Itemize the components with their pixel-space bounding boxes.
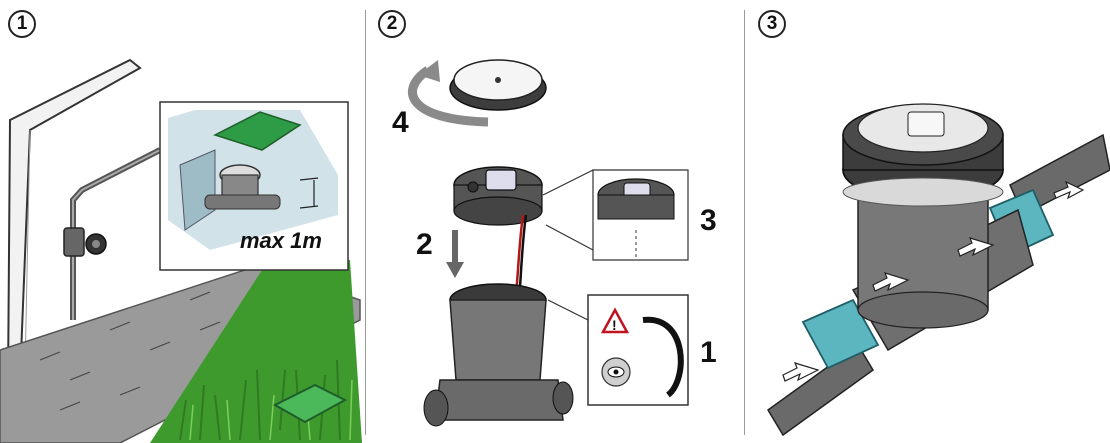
outlet-hose <box>767 343 874 437</box>
callout-1: 1 <box>700 336 717 369</box>
step-1-badge: 1 <box>8 10 36 38</box>
panel-step-2: 2 ! <box>368 0 740 443</box>
valve-housing <box>449 299 547 381</box>
panel-step-1: 1 max 1m <box>0 0 362 443</box>
callout-4: 4 <box>392 106 409 139</box>
flow-direction-illustration <box>767 103 1110 437</box>
max-depth-label: max 1m <box>240 228 322 253</box>
outlet-coupling <box>801 298 880 370</box>
divider-2 <box>744 10 745 435</box>
warning-inset-frame <box>587 294 689 406</box>
svg-text:!: ! <box>612 317 617 333</box>
warning-icon <box>600 307 630 334</box>
controller-display <box>907 111 945 137</box>
callout-3: 3 <box>700 204 717 237</box>
step-2-badge: 2 <box>378 10 406 38</box>
tap-fitting <box>63 227 85 257</box>
water-pipe <box>70 147 162 320</box>
battery-replacement-illustration: ! <box>408 59 689 427</box>
callout-2: 2 <box>416 228 433 261</box>
rotate-arrow <box>408 66 489 127</box>
step-3-badge: 3 <box>758 10 786 38</box>
divider-1 <box>365 10 366 435</box>
garden-installation-illustration <box>0 58 362 443</box>
valve-box-lid <box>272 383 348 424</box>
flow-arrows <box>782 180 1085 382</box>
panel-step-3: 3 <box>748 0 1110 443</box>
